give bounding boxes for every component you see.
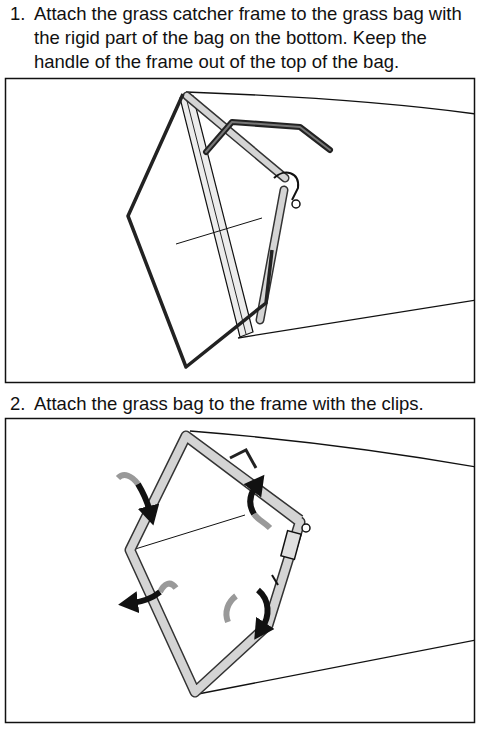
frame-bar [130, 436, 300, 692]
catcher-frame [128, 94, 272, 367]
rotate-arrow [250, 486, 256, 514]
clip [292, 200, 300, 208]
bag-outline [186, 92, 474, 114]
panel-border [6, 79, 475, 383]
arrow-tail [118, 475, 138, 484]
arrow-tail [160, 584, 176, 592]
bag-outline [238, 300, 474, 338]
clip [272, 575, 278, 585]
rotate-arrow [138, 484, 150, 512]
bag-floor-line [176, 218, 262, 244]
arrow-tail [226, 596, 236, 622]
rotate-arrow [132, 592, 160, 603]
panel-border [6, 419, 475, 723]
frame-handle [206, 122, 330, 152]
clip [274, 173, 298, 200]
step-number: 2. [10, 392, 32, 416]
step-number: 1. [10, 2, 32, 26]
frame-handle [230, 450, 256, 468]
rotate-arrow [258, 590, 268, 628]
step2-figure [118, 431, 474, 694]
step1-figure [128, 92, 474, 367]
step-text: Attach the grass catcher frame to the gr… [34, 2, 474, 74]
clip [302, 524, 310, 532]
arrow-tail [254, 514, 270, 528]
step-text: Attach the grass bag to the frame with t… [34, 392, 474, 416]
bag-outline [190, 431, 474, 467]
frame-handle [206, 122, 330, 152]
frame-bar [187, 96, 285, 178]
frame-bar [130, 436, 300, 692]
frame [130, 436, 300, 692]
rigid-panel [180, 96, 253, 337]
clip [281, 531, 301, 560]
frame-bar [187, 96, 285, 178]
